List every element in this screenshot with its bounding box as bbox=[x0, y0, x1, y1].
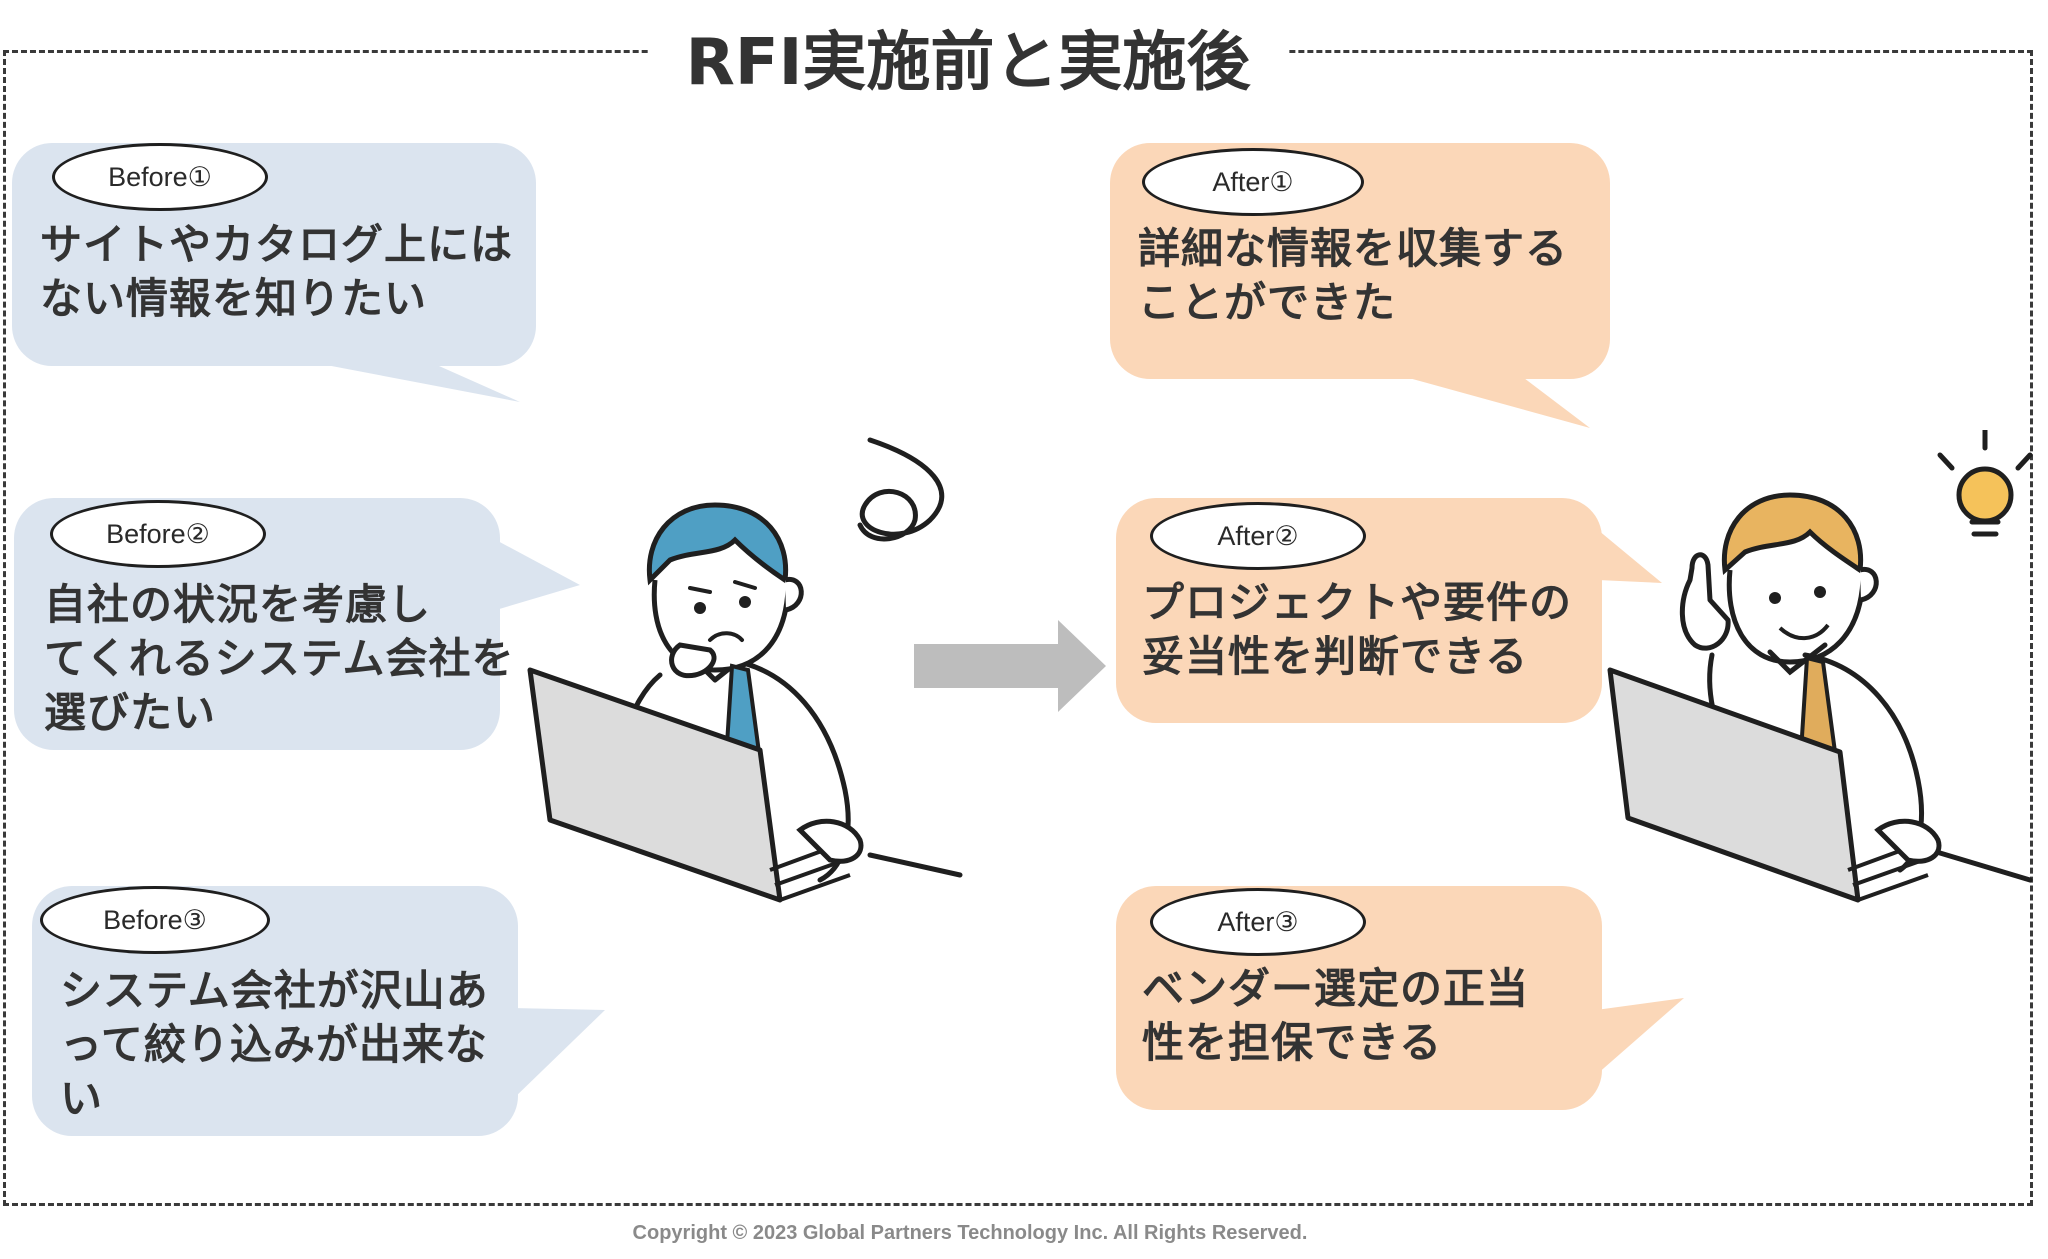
worried-man-laptop-illustration bbox=[527, 437, 963, 903]
right-arrow-icon bbox=[914, 620, 1106, 712]
page-title: RFI実施前と実施後 bbox=[648, 18, 1288, 108]
after-3-tail bbox=[1596, 998, 1684, 1075]
after-1-text: 詳細な情報を収集する ことができた bbox=[1138, 224, 1569, 327]
copyright-text: Copyright © 2023 Global Partners Technol… bbox=[632, 1222, 1308, 1244]
confusion-scribble-icon bbox=[857, 437, 945, 542]
lightbulb-icon bbox=[1937, 430, 2033, 537]
before-1-tail bbox=[300, 360, 520, 402]
before-3-tag: Before③ bbox=[40, 886, 270, 954]
after-3-text: ベンダー選定の正当 性を担保できる bbox=[1142, 964, 1530, 1067]
after-2-tail bbox=[1598, 530, 1662, 583]
before-2-text: 自社の状況を考慮し てくれるシステム会社を 選びたい bbox=[44, 580, 515, 737]
before-3-text: システム会社が沢山あ って絞り込みが出来な い bbox=[60, 966, 489, 1123]
after-3-tag: After③ bbox=[1150, 888, 1366, 956]
before-2-tail bbox=[496, 540, 580, 610]
happy-man-idea-illustration bbox=[1607, 430, 2033, 903]
before-3-tail bbox=[512, 1008, 605, 1100]
after-2-text: プロジェクトや要件の 妥当性を判断できる bbox=[1142, 578, 1573, 681]
after-1-tag: After① bbox=[1142, 148, 1364, 216]
before-2-tag: Before② bbox=[50, 500, 266, 568]
after-1-tail bbox=[1380, 370, 1590, 428]
before-1-text: サイトやカタログ上には ない情報を知りたい bbox=[40, 220, 514, 323]
before-1-tag: Before① bbox=[52, 143, 268, 211]
after-2-tag: After② bbox=[1150, 502, 1366, 570]
